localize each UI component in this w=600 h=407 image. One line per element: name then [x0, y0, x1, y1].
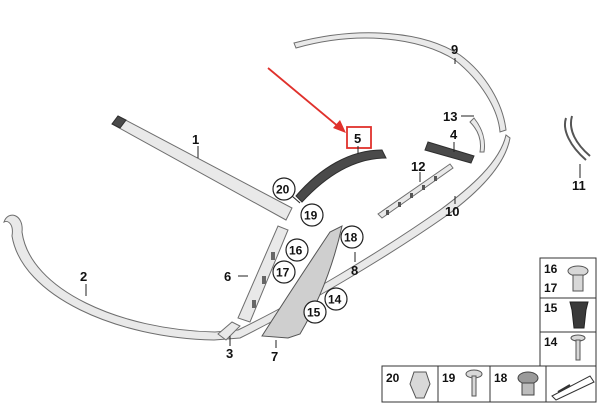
callout-19: 19 — [300, 203, 324, 227]
lower-strip — [3, 134, 511, 341]
legend-cell-20: 20 — [381, 365, 439, 403]
clip-20-icon — [409, 371, 431, 399]
legend-cell-14: 14 — [539, 331, 597, 367]
label-8: 8 — [351, 263, 358, 278]
highlight-arrow-head — [333, 120, 346, 133]
svg-text:18: 18 — [494, 371, 508, 385]
svg-text:15: 15 — [544, 301, 558, 315]
label-13: 13 — [443, 109, 457, 124]
label-2: 2 — [80, 269, 87, 284]
diagonal-bar-1-shade — [111, 115, 127, 129]
highlight-arrow — [267, 67, 341, 129]
svg-text:14: 14 — [544, 335, 558, 349]
label-3: 3 — [226, 346, 233, 361]
bracket-3 — [217, 321, 241, 341]
diagram-reference-icon — [551, 375, 595, 401]
label-4: 4 — [450, 127, 458, 142]
svg-text:15: 15 — [307, 306, 321, 320]
callout-20: 20 — [272, 177, 296, 201]
pillar-bracket-slots — [252, 252, 275, 308]
diagonal-bar-1 — [111, 115, 293, 221]
pillar-bracket-6 — [237, 225, 289, 323]
roof-trim-9 — [293, 32, 507, 133]
label-7: 7 — [271, 349, 278, 364]
legend-cell-15: 15 — [539, 297, 597, 333]
callout-18: 18 — [340, 225, 364, 249]
label-12: 12 — [411, 159, 425, 174]
svg-text:18: 18 — [344, 231, 358, 245]
curved-strip-5 — [295, 149, 387, 203]
svg-text:16: 16 — [289, 244, 303, 258]
callout-16: 16 — [285, 238, 309, 262]
clip-rail-teeth — [386, 176, 437, 215]
svg-text:17: 17 — [544, 281, 558, 295]
label-6: 6 — [224, 269, 231, 284]
svg-text:17: 17 — [276, 266, 290, 280]
svg-text:14: 14 — [328, 293, 342, 307]
highlight-box — [346, 126, 372, 149]
callout-14: 14 — [324, 287, 348, 311]
svg-text:20: 20 — [276, 183, 290, 197]
label-11: 11 — [572, 178, 586, 193]
callout-17: 17 — [272, 260, 296, 284]
legend-cell-arrow — [545, 365, 597, 403]
legend-cell-18: 18 — [489, 365, 547, 403]
clip-11 — [564, 115, 591, 161]
svg-text:19: 19 — [304, 209, 318, 223]
label-9: 9 — [451, 42, 458, 57]
label-1: 1 — [192, 132, 199, 147]
svg-text:20: 20 — [386, 371, 400, 385]
svg-text:19: 19 — [442, 371, 456, 385]
dark-bar-4 — [424, 141, 475, 164]
expanding-nut-icon — [569, 301, 589, 329]
legend-cell-19: 19 — [437, 365, 491, 403]
small-strip-13 — [469, 117, 485, 153]
label-10: 10 — [445, 204, 459, 219]
grommet-18-icon — [517, 371, 539, 385]
svg-text:16: 16 — [544, 262, 558, 276]
callout-15: 15 — [303, 300, 327, 324]
label-5: 5 — [354, 131, 361, 146]
leader-lines — [85, 58, 581, 348]
legend-cell-16-17: 16 17 — [539, 257, 597, 299]
